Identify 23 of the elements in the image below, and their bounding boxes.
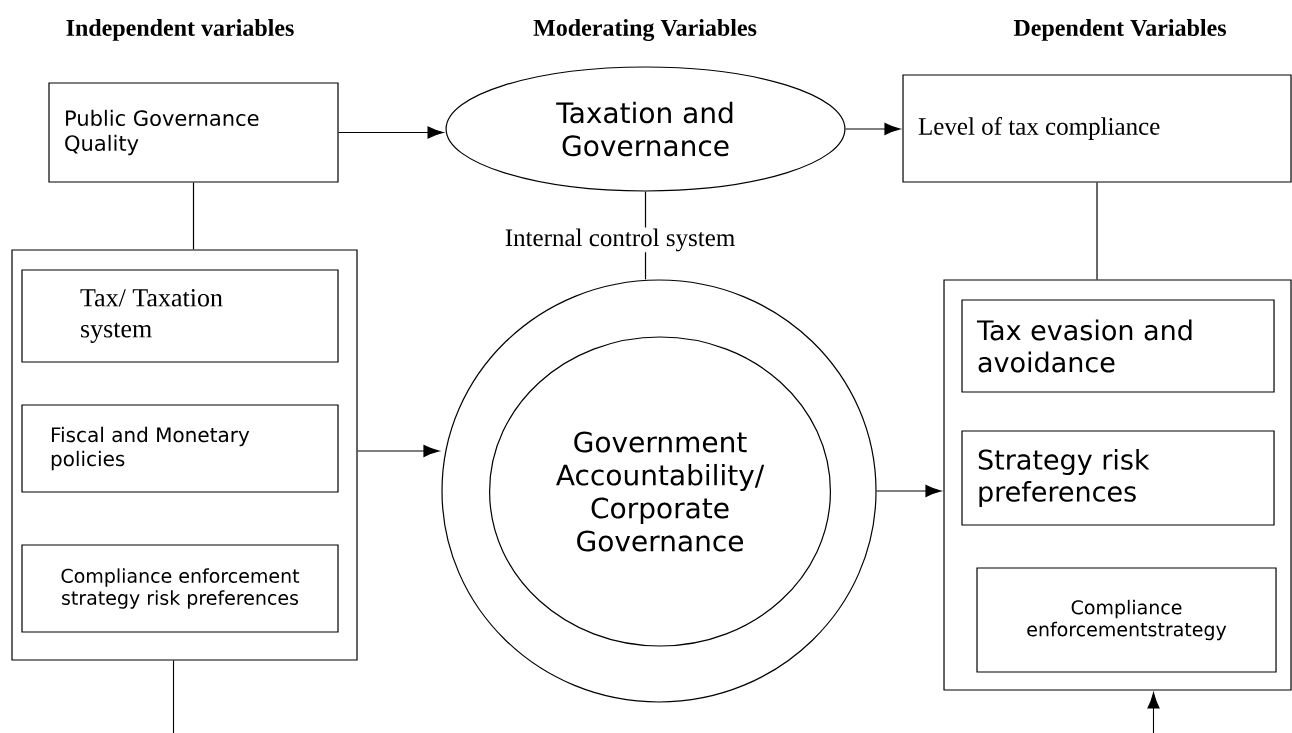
edge-label: Internal control system — [503, 227, 737, 253]
process-box: Strategy risk preferences — [961, 430, 1275, 526]
process-box: Tax evasion and avoidance — [961, 299, 1275, 393]
column-heading: Dependent Variables — [1013, 19, 1226, 41]
container-box — [11, 249, 358, 661]
connector-line — [172, 660, 175, 733]
arrow — [338, 126, 444, 139]
process-box: Compliance enforcementstrategy — [976, 567, 1277, 673]
connector-line — [1096, 182, 1098, 280]
arrow — [844, 122, 901, 136]
connector-line — [192, 182, 195, 250]
process-box: Compliance enforcement strategy risk preferences — [21, 544, 339, 633]
container-box — [943, 279, 1292, 691]
process-box: Level of tax compliance — [902, 74, 1292, 183]
process-box: Public Governance Quality — [48, 82, 339, 183]
process-box: Tax/ Taxation system — [21, 269, 339, 363]
outer-circle — [441, 279, 877, 703]
process-box: Fiscal and Monetary policies — [21, 404, 339, 493]
column-heading: Independent variables — [66, 19, 294, 41]
arrow — [357, 444, 440, 458]
column-heading: Moderating Variables — [533, 19, 757, 41]
arrow — [1147, 692, 1160, 733]
arrow — [876, 484, 942, 498]
